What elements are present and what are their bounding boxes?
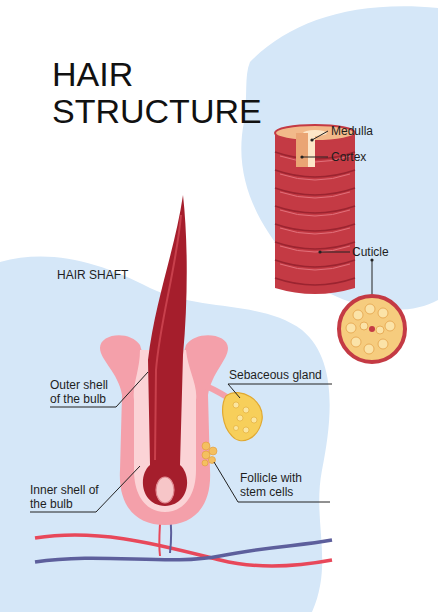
cell — [251, 417, 257, 423]
leader-line — [30, 466, 140, 512]
medulla-cut — [308, 133, 315, 167]
leader-dot — [318, 250, 321, 253]
cell — [351, 337, 361, 347]
part-label: Cortex — [331, 150, 411, 164]
cell — [364, 344, 374, 354]
cortex-cells — [346, 304, 395, 354]
cortex-cut — [296, 133, 315, 167]
vein — [35, 540, 332, 562]
cross-section — [339, 296, 405, 362]
cell — [378, 308, 388, 318]
diagram-title: HAIR STRUCTURE — [52, 56, 274, 129]
leader-line — [302, 131, 350, 252]
cell — [202, 451, 210, 459]
cell — [376, 326, 384, 334]
part-label: Sebaceous gland — [229, 368, 339, 382]
cell — [209, 447, 217, 455]
background-blob — [241, 6, 438, 309]
cell — [243, 407, 249, 413]
artery — [35, 535, 332, 566]
cell — [237, 415, 243, 421]
leader-line — [214, 462, 330, 502]
shaft-highlight — [155, 215, 181, 460]
cell — [243, 427, 249, 433]
cell — [378, 339, 388, 349]
dermal-papilla — [156, 477, 174, 503]
cell — [360, 322, 368, 330]
cell — [353, 310, 363, 320]
leader-line — [228, 384, 332, 398]
part-label: Follicle with stem cells — [240, 471, 326, 499]
part-label: Inner shell of the bulb — [30, 483, 100, 511]
cuticle-highlight — [280, 156, 350, 270]
cuticle-scales — [275, 152, 355, 285]
cell — [346, 323, 356, 333]
gland-cells — [233, 402, 257, 433]
leader-line — [372, 260, 373, 294]
cell — [202, 460, 208, 466]
part-label: Cuticle — [352, 245, 432, 259]
cell — [385, 321, 395, 331]
medulla-dot — [369, 326, 375, 332]
cell — [233, 402, 239, 408]
leader-dot — [300, 155, 303, 158]
leader-dot — [310, 138, 313, 141]
cell — [365, 304, 375, 314]
leader-line — [50, 372, 148, 407]
part-label: HAIR SHAFT — [57, 268, 167, 282]
cell — [234, 426, 239, 431]
cell — [202, 442, 210, 450]
sebaceous-gland — [223, 393, 263, 441]
part-label: Medulla — [331, 124, 411, 138]
part-label: Outer shell of the bulb — [50, 378, 120, 406]
hair-shaft — [143, 195, 187, 506]
